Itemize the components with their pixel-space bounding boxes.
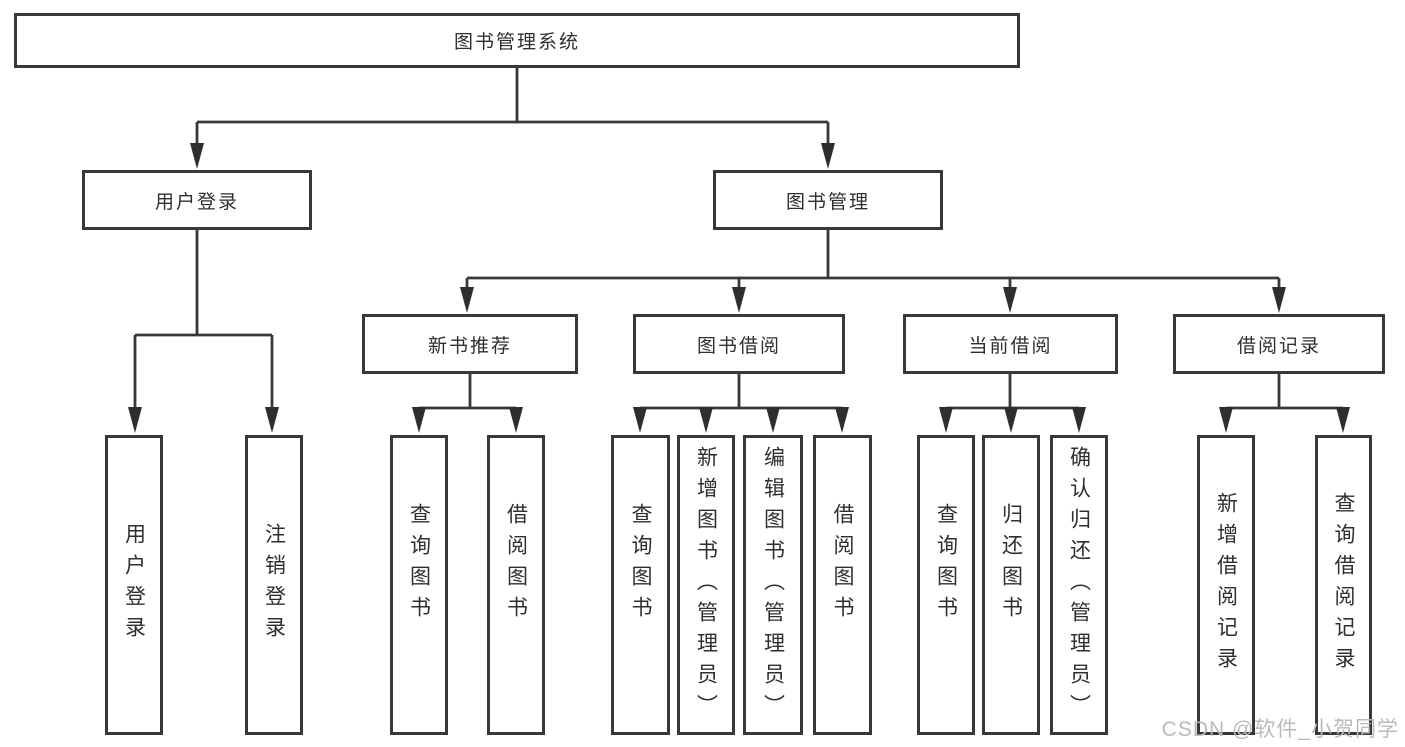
leaf-nb-query-books-label: 查询图书 [407, 503, 431, 627]
node-book-borrowing: 图书借阅 [633, 314, 845, 374]
connector-borrowing-leaves [638, 374, 844, 412]
leaf-nb-query-books: 查询图书 [390, 435, 448, 735]
leaf-cb-query-books-label: 查询图书 [934, 503, 958, 627]
connector-newbooks-leaves [417, 374, 518, 412]
leaf-cb-return-books-label: 归还图书 [999, 503, 1023, 627]
leaf-cb-confirm-return-admin: 确认归还（管理员） [1050, 435, 1108, 735]
connector-records-leaves [1224, 374, 1345, 412]
node-borrowing-records: 借阅记录 [1173, 314, 1385, 374]
node-user-login-label: 用户登录 [154, 191, 239, 213]
leaf-br-query-record: 查询借阅记录 [1315, 435, 1372, 735]
leaf-bb-edit-books-admin: 编辑图书（管理员） [743, 435, 803, 735]
node-current-borrowing: 当前借阅 [903, 314, 1118, 374]
leaf-cb-return-books: 归还图书 [982, 435, 1040, 735]
node-book-management: 图书管理 [713, 170, 943, 230]
leaf-br-add-record-label: 新增借阅记录 [1214, 492, 1238, 678]
leaf-bb-query-books: 查询图书 [611, 435, 670, 735]
node-borrowing-records-label: 借阅记录 [1236, 335, 1321, 357]
leaf-bb-borrow-books: 借阅图书 [813, 435, 872, 735]
connector-current-leaves [944, 374, 1081, 412]
leaf-cb-query-books: 查询图书 [917, 435, 975, 735]
leaf-bb-edit-books-admin-label: 编辑图书（管理员） [761, 445, 785, 725]
watermark: CSDN @软件_小贺同学 [1161, 718, 1399, 741]
connector-userlogin-leaves [133, 230, 274, 412]
node-new-book-recommendation-label: 新书推荐 [427, 335, 512, 357]
node-book-management-label: 图书管理 [785, 191, 870, 213]
node-user-login: 用户登录 [82, 170, 312, 230]
leaf-user-login-label: 用户登录 [122, 523, 146, 647]
leaf-bb-add-books-admin-label: 新增图书（管理员） [694, 445, 718, 725]
leaf-br-add-record: 新增借阅记录 [1197, 435, 1255, 735]
leaf-cb-confirm-return-admin-label: 确认归还（管理员） [1067, 445, 1091, 725]
node-new-book-recommendation: 新书推荐 [362, 314, 578, 374]
leaf-bb-borrow-books-label: 借阅图书 [831, 503, 855, 627]
leaf-logout-login-label: 注销登录 [262, 523, 286, 647]
node-root: 图书管理系统 [14, 13, 1020, 68]
leaf-nb-borrow-books-label: 借阅图书 [504, 503, 528, 627]
leaf-user-login: 用户登录 [105, 435, 163, 735]
node-book-borrowing-label: 图书借阅 [696, 335, 781, 357]
node-root-label: 图书管理系统 [453, 32, 580, 53]
connector-bookmgmt-level3 [465, 230, 1281, 292]
leaf-logout-login: 注销登录 [245, 435, 303, 735]
leaf-nb-borrow-books: 借阅图书 [487, 435, 545, 735]
leaf-bb-query-books-label: 查询图书 [629, 503, 653, 627]
node-current-borrowing-label: 当前借阅 [968, 335, 1053, 357]
connector-root-level2 [195, 68, 830, 148]
leaf-br-query-record-label: 查询借阅记录 [1332, 492, 1356, 678]
leaf-bb-add-books-admin: 新增图书（管理员） [677, 435, 735, 735]
